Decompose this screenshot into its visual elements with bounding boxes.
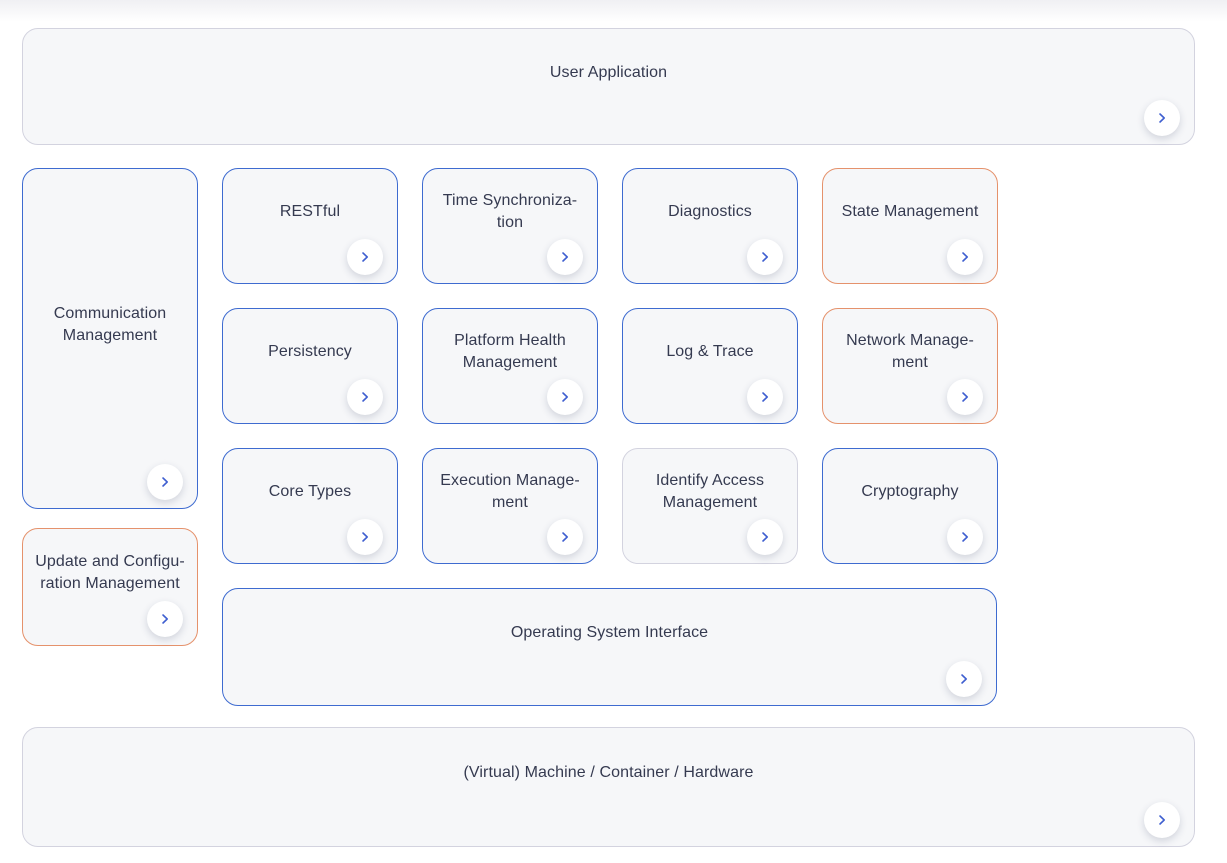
card-update-configuration-management: Update and Configu- ration Management <box>22 528 198 646</box>
chevron-right-icon <box>959 391 971 403</box>
card-cryptography: Cryptography <box>822 448 998 564</box>
card-label: Time Synchroniza- tion <box>442 192 578 231</box>
chevron-button[interactable] <box>547 519 583 555</box>
chevron-button[interactable] <box>1144 802 1180 838</box>
chevron-right-icon <box>559 391 571 403</box>
card-label: (Virtual) Machine / Container / Hardware <box>463 764 754 781</box>
card-virtual-machine-container-hardware: (Virtual) Machine / Container / Hardware <box>22 727 1195 847</box>
chevron-button[interactable] <box>347 379 383 415</box>
card-label: Persistency <box>268 343 352 360</box>
card-label: Update and Configu- ration Management <box>35 553 185 592</box>
chevron-button[interactable] <box>947 379 983 415</box>
card-identify-access-management: Identify Access Management <box>622 448 798 564</box>
card-time-synchronization: Time Synchroniza- tion <box>422 168 598 284</box>
card-label: Operating System Interface <box>510 624 709 641</box>
card-state-management: State Management <box>822 168 998 284</box>
chevron-button[interactable] <box>147 464 183 500</box>
card-execution-management: Execution Manage- ment <box>422 448 598 564</box>
card-label: Platform Health Management <box>454 332 566 371</box>
chevron-right-icon <box>159 476 171 488</box>
card-communication-management: Communication Management <box>22 168 198 509</box>
chevron-right-icon <box>559 251 571 263</box>
chevron-button[interactable] <box>747 239 783 275</box>
chevron-button[interactable] <box>747 379 783 415</box>
card-label: Core Types <box>268 483 352 500</box>
chevron-right-icon <box>359 391 371 403</box>
chevron-right-icon <box>958 673 970 685</box>
chevron-right-icon <box>959 251 971 263</box>
card-core-types: Core Types <box>222 448 398 564</box>
chevron-right-icon <box>359 251 371 263</box>
chevron-right-icon <box>959 531 971 543</box>
card-label: Diagnostics <box>668 203 752 220</box>
chevron-button[interactable] <box>1144 100 1180 136</box>
chevron-right-icon <box>759 531 771 543</box>
page-top-shadow <box>0 0 1227 22</box>
card-label: State Management <box>841 203 979 220</box>
card-label: Cryptography <box>861 483 959 500</box>
chevron-right-icon <box>359 531 371 543</box>
chevron-button[interactable] <box>147 601 183 637</box>
card-label: User Application <box>549 63 668 81</box>
chevron-right-icon <box>1156 112 1168 124</box>
chevron-button[interactable] <box>347 519 383 555</box>
card-operating-system-interface: Operating System Interface <box>222 588 997 706</box>
chevron-button[interactable] <box>547 379 583 415</box>
chevron-button[interactable] <box>946 661 982 697</box>
card-user-application: User Application <box>22 28 1195 145</box>
card-label: Network Manage- ment <box>846 332 974 371</box>
card-restful: RESTful <box>222 168 398 284</box>
card-label: Communication Management <box>53 304 167 344</box>
card-label: Execution Manage- ment <box>440 472 580 511</box>
chevron-button[interactable] <box>747 519 783 555</box>
chevron-button[interactable] <box>947 519 983 555</box>
card-label: Log & Trace <box>666 343 754 360</box>
chevron-right-icon <box>759 251 771 263</box>
card-platform-health-management: Platform Health Management <box>422 308 598 424</box>
chevron-right-icon <box>159 613 171 625</box>
chevron-right-icon <box>1156 814 1168 826</box>
card-label: Identify Access Management <box>655 472 765 511</box>
chevron-button[interactable] <box>947 239 983 275</box>
card-persistency: Persistency <box>222 308 398 424</box>
card-log-and-trace: Log & Trace <box>622 308 798 424</box>
card-diagnostics: Diagnostics <box>622 168 798 284</box>
chevron-right-icon <box>759 391 771 403</box>
card-network-management: Network Manage- ment <box>822 308 998 424</box>
chevron-right-icon <box>559 531 571 543</box>
chevron-button[interactable] <box>347 239 383 275</box>
card-label: RESTful <box>279 203 341 220</box>
chevron-button[interactable] <box>547 239 583 275</box>
